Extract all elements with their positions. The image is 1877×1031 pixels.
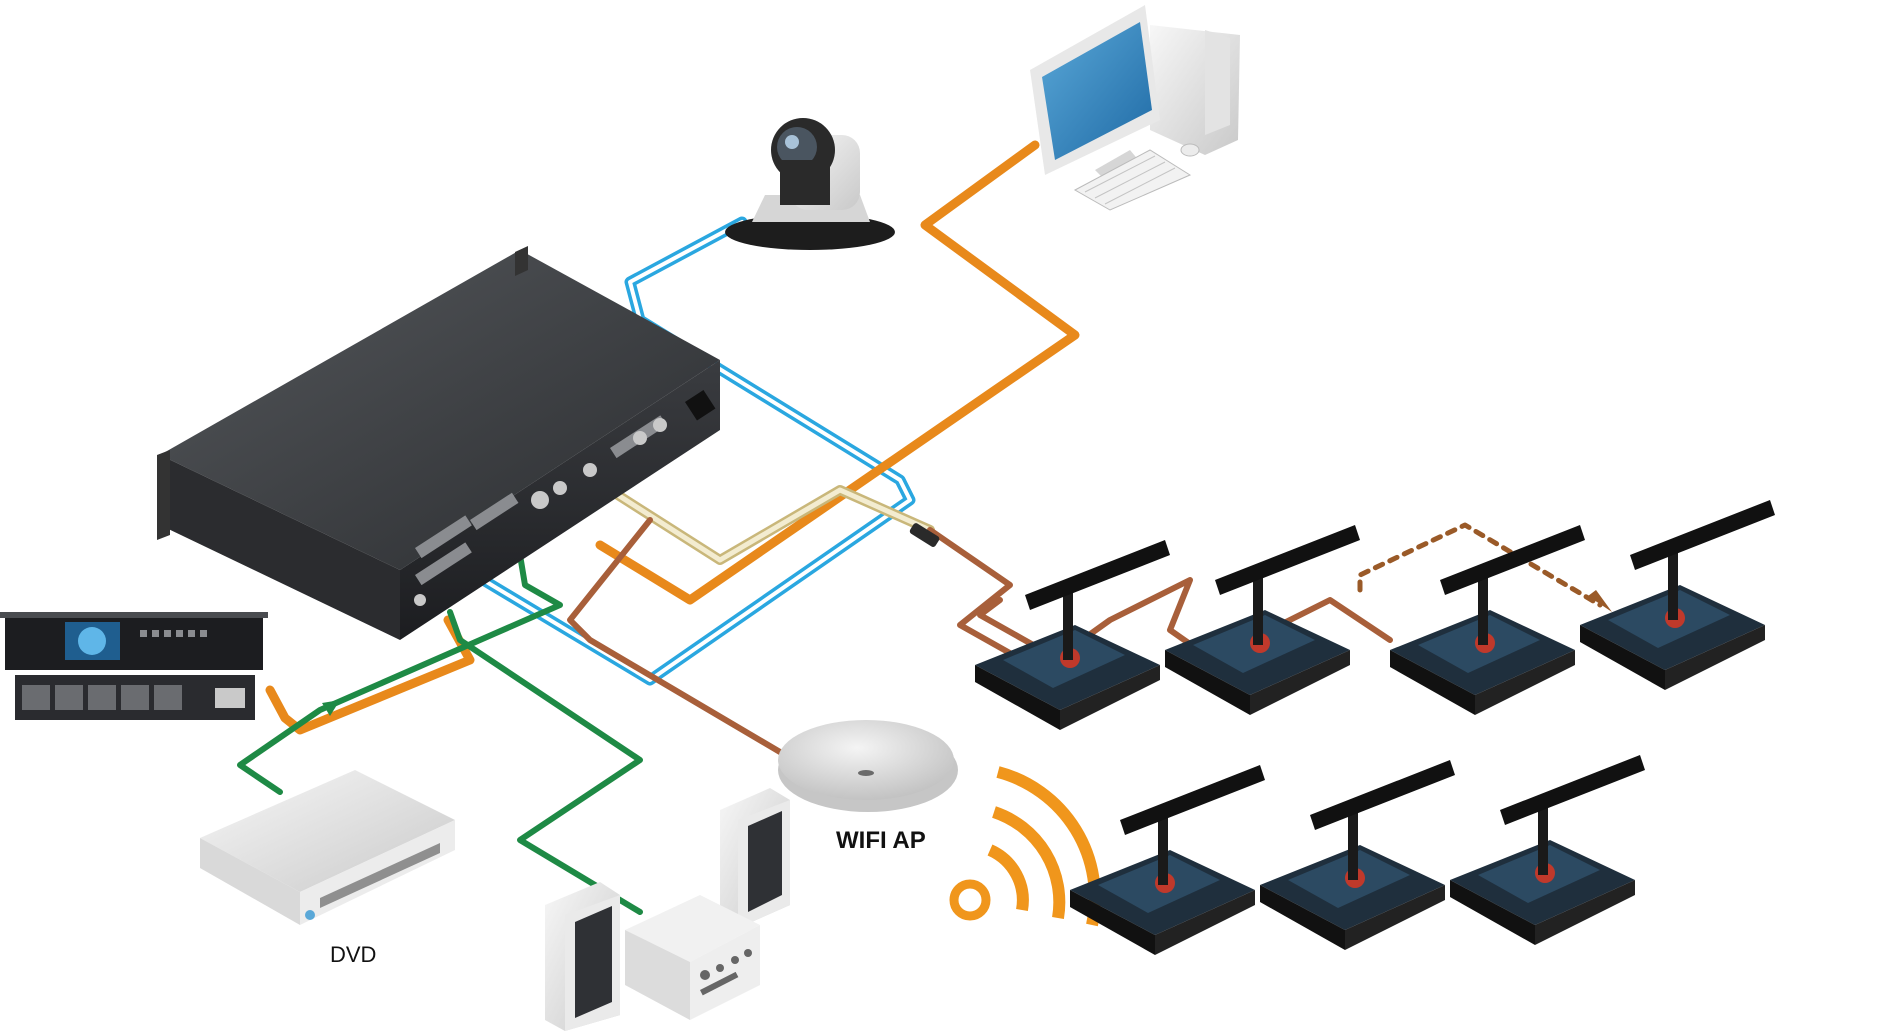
dvd-player-icon — [200, 770, 455, 925]
audio-cable-dvd — [237, 552, 563, 795]
conference-microphone-icon — [1450, 755, 1645, 945]
video-cable — [464, 216, 916, 686]
ethernet-cable — [595, 140, 1080, 605]
conference-microphone-icon — [1070, 765, 1265, 955]
conference-microphone-icon — [975, 540, 1170, 730]
conference-microphones — [975, 500, 1775, 955]
conference-microphone-icon — [1260, 760, 1455, 950]
ethernet-cable-matrix — [265, 615, 475, 735]
coax-cable — [605, 485, 935, 565]
cables — [237, 140, 1612, 915]
audio-cable-amp — [447, 609, 643, 915]
conference-microphone-icon — [1580, 500, 1775, 690]
desktop-computer-icon — [1030, 5, 1240, 211]
dotted-mic-link — [1357, 522, 1603, 608]
wifi-access-point-icon — [778, 720, 958, 812]
conference-microphone-icon — [1165, 525, 1360, 715]
conference-microphone-icon — [1390, 525, 1585, 715]
wifi-ap-label: WIFI AP — [836, 827, 926, 854]
speaker-icon — [720, 788, 790, 928]
matrix-processor-icon — [0, 612, 268, 720]
amplifier-icon — [625, 895, 760, 1020]
central-control-unit-icon — [157, 246, 720, 640]
speaker-icon — [545, 882, 620, 1031]
dvd-label: DVD — [330, 942, 376, 967]
mic-cable — [567, 517, 783, 755]
ptz-camera-icon — [725, 118, 895, 250]
coax-connector-icon — [909, 523, 940, 547]
mic-chain-cable — [927, 527, 1393, 673]
